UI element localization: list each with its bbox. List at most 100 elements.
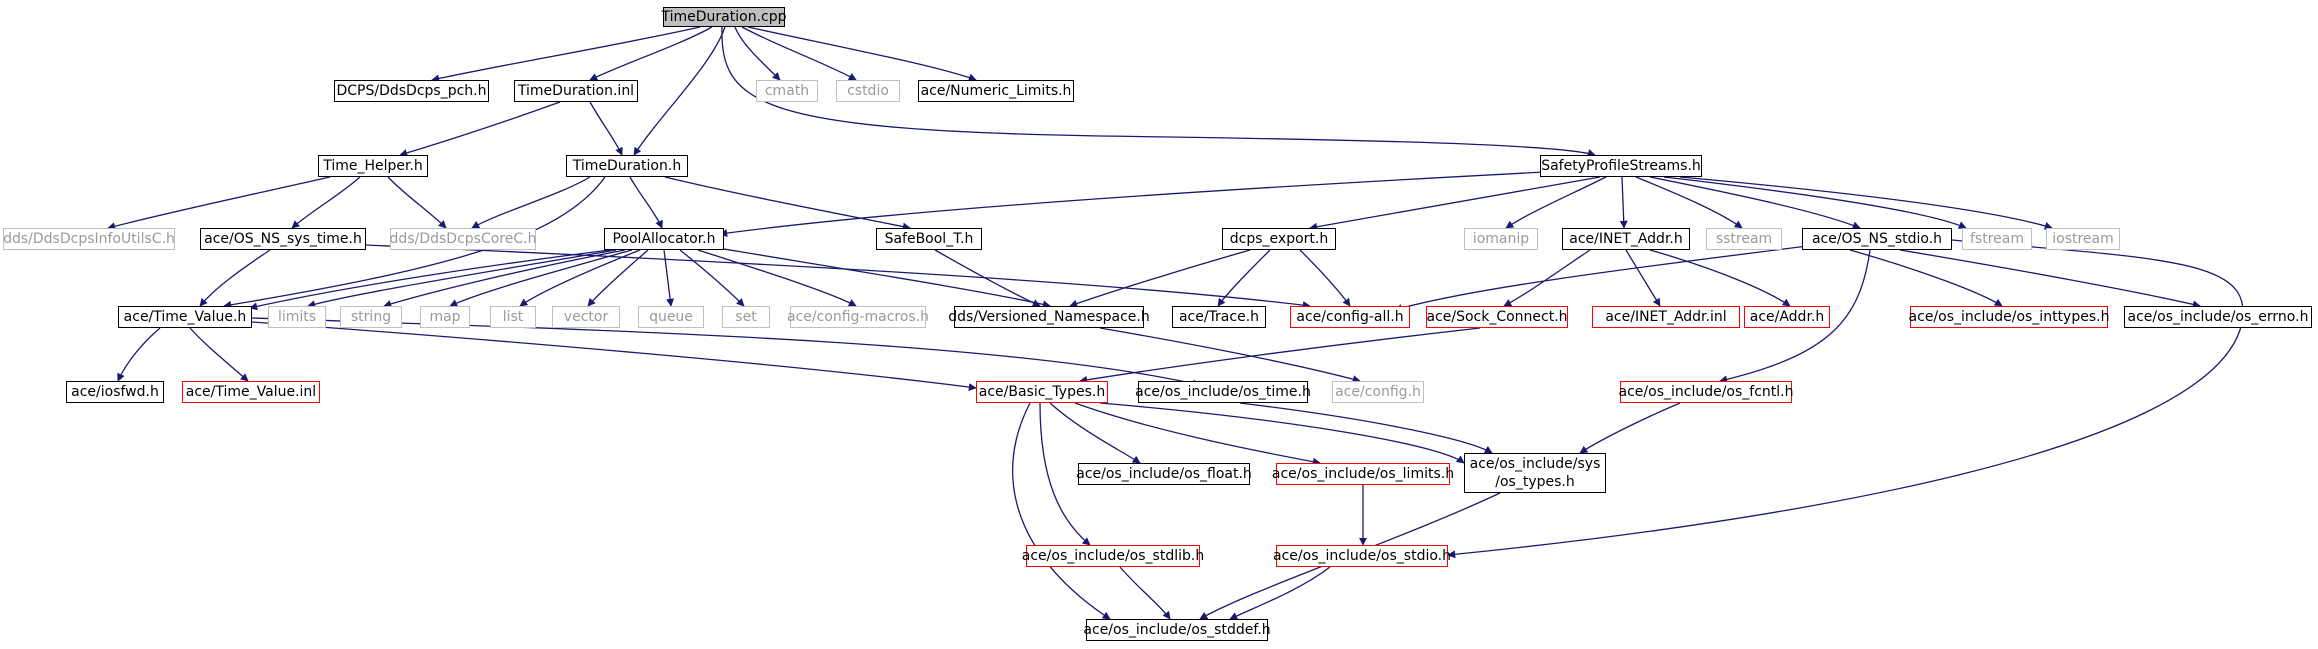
node-os-inttypes[interactable]: ace/os_include/os_inttypes.h [1909, 306, 2109, 328]
node-ddsdcpscorec[interactable]: dds/DdsDcpsCoreC.h [390, 228, 536, 250]
node-label: map [429, 309, 461, 325]
node-label: sstream [1715, 231, 1773, 247]
dependency-edge [449, 249, 633, 307]
dependency-edge [1299, 249, 1351, 307]
node-cmath[interactable]: cmath [756, 80, 818, 102]
node-timeduration-cpp[interactable]: TimeDuration.cpp [662, 7, 787, 27]
node-label: string [350, 309, 392, 325]
node-map[interactable]: map [420, 306, 470, 328]
node-label: ace/os_include/os_time.h [1135, 384, 1311, 400]
node-list[interactable]: list [490, 306, 536, 328]
dependency-edge [1649, 176, 1861, 230]
node-time-value-inl[interactable]: ace/Time_Value.inl [182, 381, 320, 403]
dependency-edge [587, 249, 649, 307]
node-cstdio[interactable]: cstdio [836, 80, 900, 102]
node-sstream[interactable]: sstream [1706, 228, 1782, 250]
node-queue[interactable]: queue [638, 306, 704, 328]
node-set[interactable]: set [722, 306, 770, 328]
node-os-stddef[interactable]: ace/os_include/os_stddef.h [1083, 619, 1271, 641]
dependency-edge [1119, 566, 1171, 620]
dependency-edge [519, 249, 641, 307]
dependency-edge [734, 26, 781, 81]
node-label: ace/INET_Addr.h [1569, 231, 1683, 247]
node-os-limits[interactable]: ace/os_include/os_limits.h [1272, 463, 1454, 485]
dependency-edge [1625, 249, 1661, 307]
dependency-edge [251, 317, 1201, 388]
node-poolallocator[interactable]: PoolAllocator.h [604, 228, 724, 250]
node-dcps-export[interactable]: dcps_export.h [1222, 228, 1336, 250]
node-label: ace/iosfwd.h [71, 384, 159, 400]
node-fstream[interactable]: fstream [1962, 228, 2032, 250]
node-label: dcps_export.h [1229, 231, 1329, 247]
node-time-value[interactable]: ace/Time_Value.h [118, 306, 252, 328]
node-os-time[interactable]: ace/os_include/os_time.h [1135, 381, 1311, 403]
node-versioned-namespace[interactable]: dds/Versioned_Namespace.h [948, 306, 1150, 328]
node-numeric-limits[interactable]: ace/Numeric_Limits.h [918, 80, 1074, 102]
node-label: iomanip [1472, 231, 1530, 247]
dependency-edge [717, 247, 1051, 309]
dependency-edge [1074, 402, 1321, 466]
node-addr[interactable]: ace/Addr.h [1744, 306, 1830, 328]
node-config-h[interactable]: ace/config.h [1332, 381, 1424, 403]
node-iomanip[interactable]: iomanip [1464, 228, 1538, 250]
node-inet-addr[interactable]: ace/INET_Addr.h [1562, 228, 1690, 250]
node-limits[interactable]: limits [268, 306, 326, 328]
dependency-edge [1579, 402, 1681, 454]
node-os-types[interactable]: ace/os_include/sys/os_types.h [1464, 453, 1606, 493]
node-inet-addr-inl[interactable]: ace/INET_Addr.inl [1592, 306, 1740, 328]
node-timeduration-inl[interactable]: TimeDuration.inl [514, 80, 638, 102]
dependency-edge [399, 101, 561, 157]
node-vector[interactable]: vector [552, 306, 620, 328]
node-label: ace/os_include/os_limits.h [1271, 466, 1455, 482]
dependency-edge [1503, 249, 1591, 307]
node-label: cmath [764, 83, 810, 99]
node-trace[interactable]: ace/Trace.h [1172, 306, 1266, 328]
node-label: ace/Time_Value.h [123, 309, 247, 325]
dependency-edge [1099, 402, 1465, 464]
dependency-edge [189, 327, 249, 382]
dependency-edge [1309, 176, 1601, 231]
node-config-all[interactable]: ace/config-all.h [1290, 306, 1410, 328]
node-os-fcntl[interactable]: ace/os_include/os_fcntl.h [1619, 381, 1793, 403]
node-safebool[interactable]: SafeBool_T.h [876, 228, 982, 250]
node-config-macros[interactable]: ace/config-macros.h [786, 306, 930, 328]
node-string[interactable]: string [340, 306, 402, 328]
node-timeduration-h[interactable]: TimeDuration.h [566, 155, 688, 177]
node-label: TimeDuration.inl [517, 83, 635, 99]
node-os-errno[interactable]: ace/os_include/os_errno.h [2124, 306, 2312, 328]
node-ddsdcpsinfoutilsc[interactable]: dds/DdsDcpsInfoUtilsC.h [3, 228, 175, 250]
dependency-edge [1239, 402, 1493, 454]
node-os-stdlib[interactable]: ace/os_include/os_stdlib.h [1022, 545, 1204, 567]
node-os-ns-sys-time[interactable]: ace/OS_NS_sys_time.h [200, 228, 366, 250]
node-dcps-ddsdcps-pch[interactable]: DCPS/DdsDcps_pch.h [334, 80, 489, 102]
node-label: ace/config-all.h [1296, 309, 1404, 325]
node-label-line-1: ace/os_include/sys [1469, 456, 1601, 472]
dependency-edge [1049, 402, 1141, 464]
node-label: dds/Versioned_Namespace.h [948, 309, 1150, 325]
node-label: DCPS/DdsDcps_pch.h [336, 83, 487, 99]
dependency-edge [679, 249, 745, 307]
dependency-edge [934, 249, 1041, 307]
node-os-float[interactable]: ace/os_include/os_float.h [1076, 463, 1252, 485]
node-iostream[interactable]: iostream [2046, 228, 2120, 250]
node-os-ns-stdio[interactable]: ace/OS_NS_stdio.h [1802, 228, 1952, 250]
node-label: ace/config-macros.h [786, 309, 930, 325]
node-iosfwd[interactable]: ace/iosfwd.h [66, 381, 164, 403]
node-label-line-2: /os_types.h [1495, 474, 1575, 490]
node-label: queue [649, 309, 693, 325]
node-os-stdio[interactable]: ace/os_include/os_stdio.h [1273, 545, 1451, 567]
node-label: dds/DdsDcpsCoreC.h [389, 231, 537, 247]
dependency-edge [249, 249, 611, 311]
node-label: ace/Addr.h [1749, 309, 1825, 325]
node-sock-connect[interactable]: ace/Sock_Connect.h [1426, 306, 1568, 328]
node-label: ace/Trace.h [1178, 309, 1260, 325]
node-safetyprofilestreams[interactable]: SafetyProfileStreams.h [1540, 155, 1702, 177]
node-time-helper[interactable]: Time_Helper.h [318, 155, 428, 177]
dependency-edge [697, 249, 857, 307]
node-label: ace/os_include/os_stddef.h [1083, 622, 1271, 638]
node-label: vector [563, 309, 609, 325]
node-basic-types[interactable]: ace/Basic_Types.h [976, 381, 1108, 403]
dependency-edge [1217, 249, 1271, 307]
dependency-edge [629, 176, 663, 229]
